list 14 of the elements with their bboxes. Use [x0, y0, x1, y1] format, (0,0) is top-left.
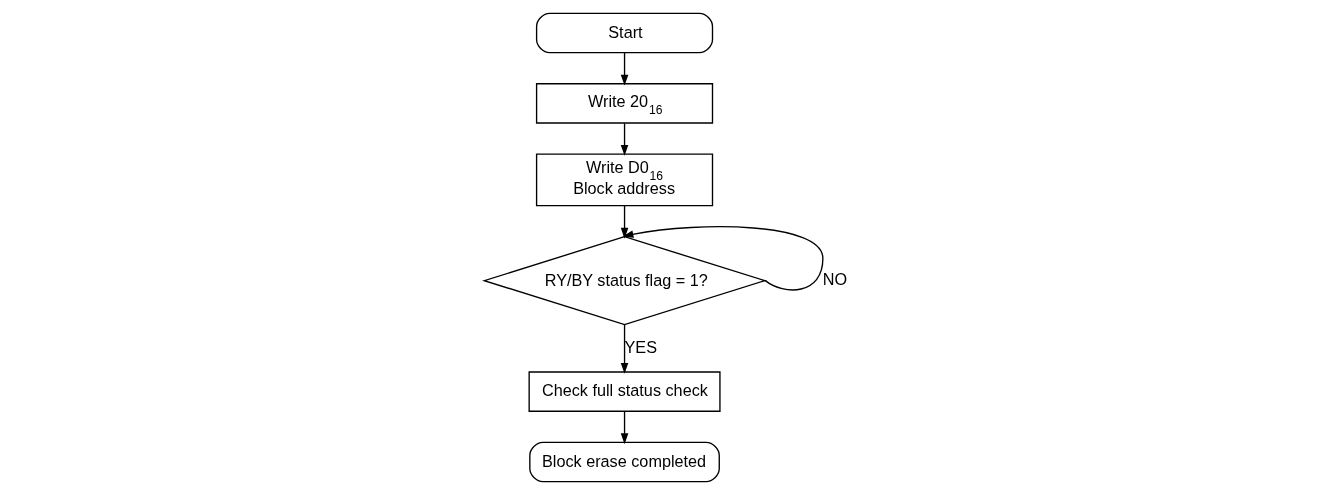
edge-label: YES	[624, 337, 658, 356]
arrow	[620, 122, 629, 156]
node-box: Start	[535, 12, 714, 54]
arrow	[622, 226, 824, 291]
node-box: Check full status check	[528, 371, 721, 412]
arrow	[620, 205, 629, 239]
arrow	[620, 52, 629, 86]
edge-label: NO	[822, 269, 848, 288]
node-diamond: RY/BY status flag = 1?	[482, 235, 768, 326]
arrow	[620, 410, 629, 445]
node-box: Write D0$_{16}$ Block address	[535, 153, 714, 207]
node-box: Write 20$_{16}$	[535, 83, 714, 124]
arrow	[620, 324, 629, 374]
node-box: Block erase completed	[529, 441, 720, 483]
